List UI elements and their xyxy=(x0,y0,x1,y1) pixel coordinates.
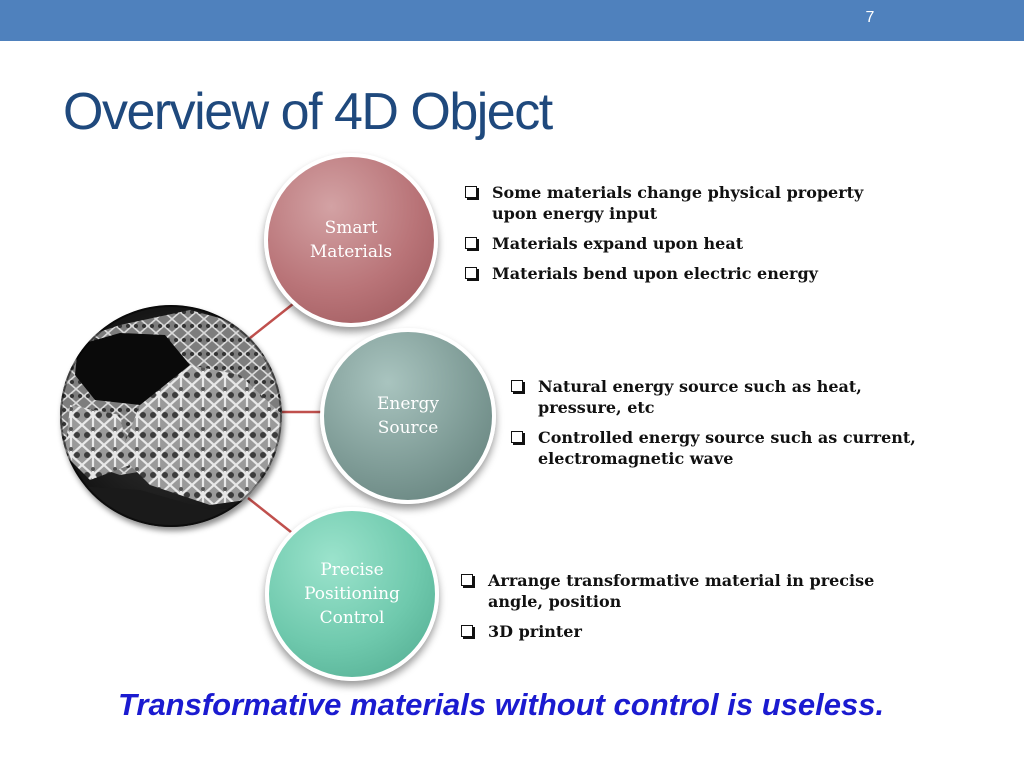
checkbox-bullet-icon xyxy=(465,267,477,279)
bullet-text: Materials expand upon heat xyxy=(492,234,744,253)
bullet-text: Some materials change physical property … xyxy=(492,183,864,223)
bullet-text: Natural energy source such as heat, pres… xyxy=(538,377,862,417)
node-label-line: Positioning xyxy=(304,584,400,604)
checkbox-bullet-icon xyxy=(511,431,523,443)
bullet-text: 3D printer xyxy=(488,622,582,641)
slide-title: Overview of 4D Object xyxy=(63,83,553,141)
node-label-line: Energy xyxy=(376,394,440,414)
bullet-item: Materials bend upon electric energy xyxy=(462,263,882,284)
slide-number: 7 xyxy=(865,9,875,26)
checkbox-bullet-icon xyxy=(465,186,477,198)
node-label-line: Source xyxy=(377,418,439,438)
energy-source-bullets: Natural energy source such as heat, pres… xyxy=(508,376,928,478)
conclusion-tagline: Transformative materials without control… xyxy=(118,687,885,722)
connector-smart xyxy=(249,299,299,339)
bullet-text: Materials bend upon electric energy xyxy=(492,264,818,283)
smart-materials-node: Smart Materials xyxy=(264,153,438,327)
bullet-item: Some materials change physical property … xyxy=(462,182,882,224)
precise-positioning-control-node: Precise Positioning Control xyxy=(265,507,439,681)
bullet-item: Controlled energy source such as current… xyxy=(508,427,928,469)
smart-materials-bullets: Some materials change physical property … xyxy=(462,182,882,293)
checkbox-bullet-icon xyxy=(461,574,473,586)
bullet-item: 3D printer xyxy=(458,621,878,642)
bullet-text: Arrange transformative material in preci… xyxy=(488,571,875,611)
4d-structure-photo xyxy=(60,305,282,527)
energy-source-node: Energy Source xyxy=(320,328,496,504)
precise-control-bullets: Arrange transformative material in preci… xyxy=(458,570,878,651)
bullet-item: Materials expand upon heat xyxy=(462,233,882,254)
node-label-line: Materials xyxy=(309,242,393,262)
checkbox-bullet-icon xyxy=(465,237,477,249)
connector-precise xyxy=(247,497,297,537)
node-label-line: Smart xyxy=(324,218,378,238)
bullet-item: Arrange transformative material in preci… xyxy=(458,570,878,612)
bullet-item: Natural energy source such as heat, pres… xyxy=(508,376,928,418)
node-label-line: Control xyxy=(319,608,385,628)
checkbox-bullet-icon xyxy=(511,380,523,392)
node-label-line: Precise xyxy=(320,560,384,580)
checkbox-bullet-icon xyxy=(461,625,473,637)
photo-artwork xyxy=(60,305,282,527)
top-accent-bar xyxy=(0,0,1024,41)
bullet-text: Controlled energy source such as current… xyxy=(538,428,916,468)
